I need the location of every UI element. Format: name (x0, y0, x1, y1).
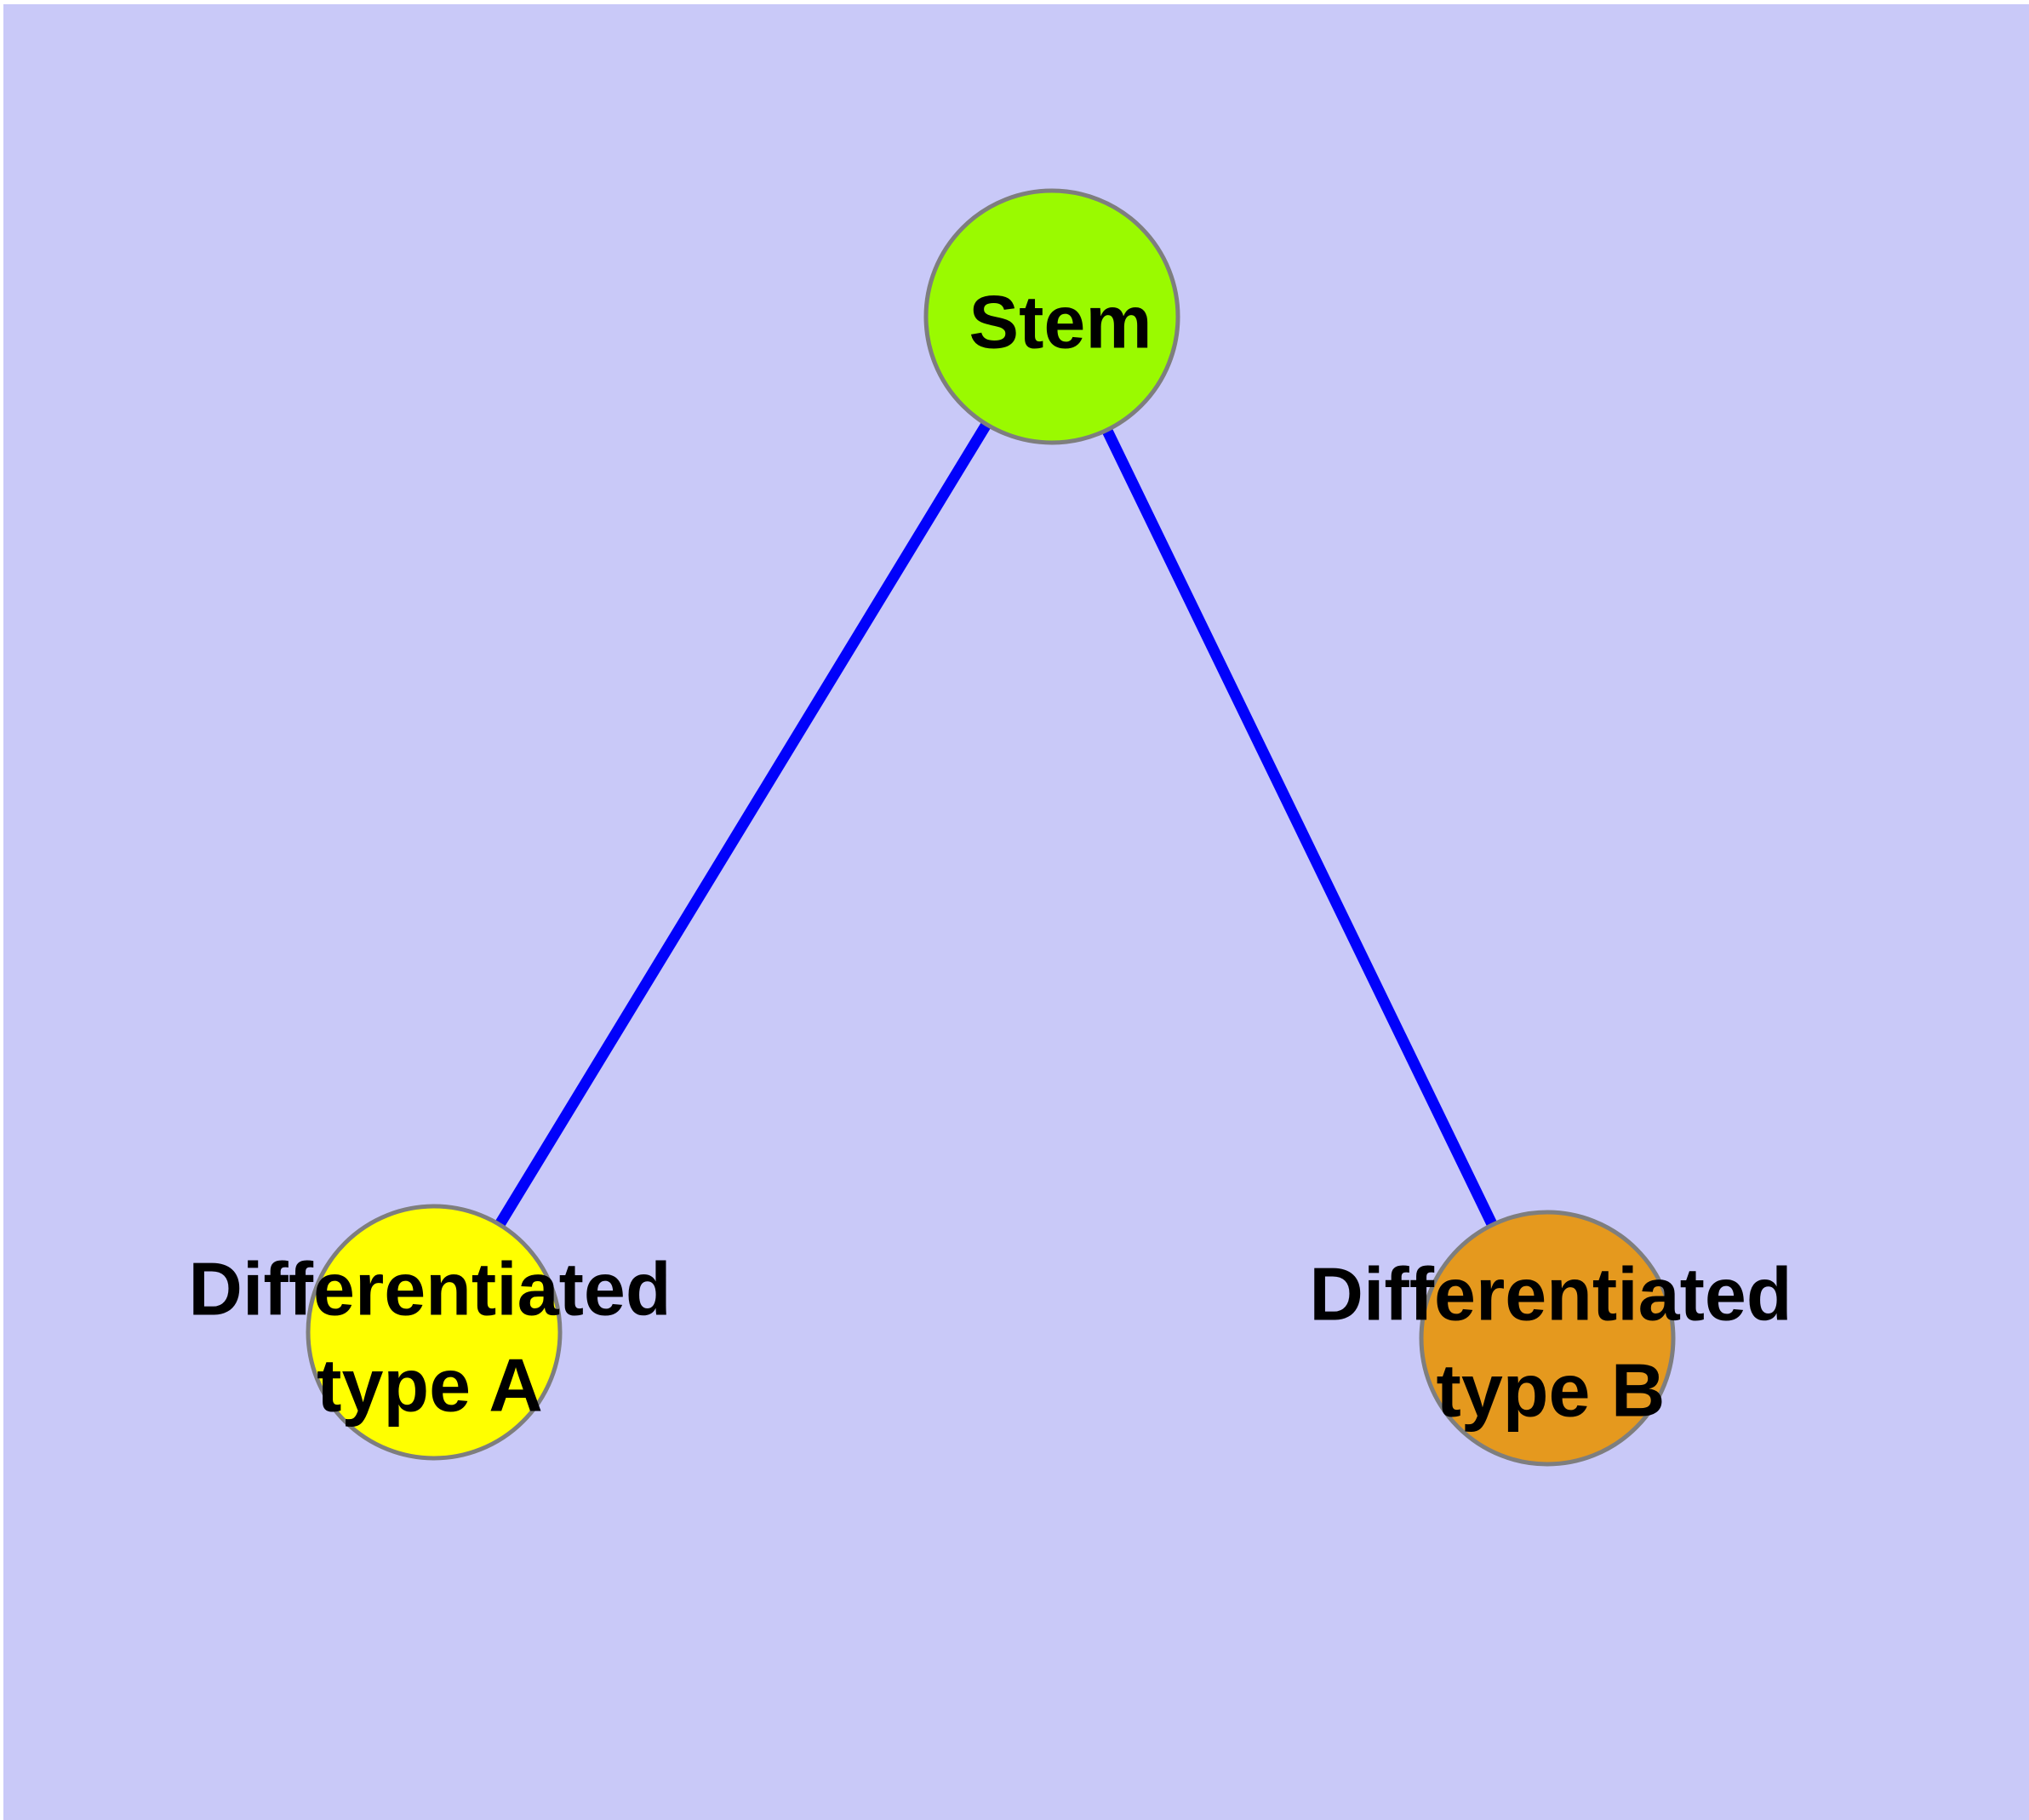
node-label-stem-line-1: Stem (969, 280, 1152, 364)
edge-layer (429, 313, 1552, 1341)
node-label-differentiated-type-a-line-2: type A (317, 1343, 543, 1428)
node-label-differentiated-type-a-line-1: Differentiated (188, 1247, 671, 1331)
node-label-differentiated-type-b-line-1: Differentiated (1309, 1252, 1792, 1336)
edge-stem-to-differentiated-type-b (1047, 314, 1552, 1341)
node-layer (306, 188, 1676, 1467)
edge-stem-to-differentiated-type-a (429, 313, 1057, 1336)
node-differentiated-type-a (306, 1204, 563, 1461)
node-differentiated-type-b (1419, 1210, 1676, 1467)
node-label-differentiated-type-b-line-2: type B (1437, 1348, 1666, 1433)
node-stem (923, 188, 1180, 445)
